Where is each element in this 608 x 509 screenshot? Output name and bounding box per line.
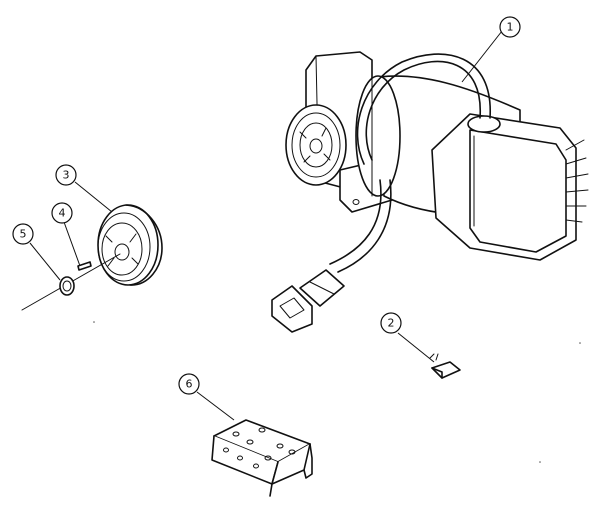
leader-line-2 <box>397 332 435 363</box>
callout-label-6: 6 <box>186 378 193 391</box>
motor-assembly <box>271 51 589 333</box>
callout-3: 3 <box>55 164 77 186</box>
callout-2: 2 <box>380 312 402 334</box>
leader-line-4 <box>63 221 81 267</box>
callout-5: 5 <box>12 223 34 245</box>
scan-speck <box>539 461 541 463</box>
mounting-bracket <box>211 419 313 497</box>
callout-label-1: 1 <box>507 21 514 34</box>
callout-label-5: 5 <box>20 228 27 241</box>
callout-label-2: 2 <box>388 317 395 330</box>
scan-speck <box>579 342 581 344</box>
leader-line-1 <box>461 30 503 83</box>
key <box>77 261 92 271</box>
callout-label-4: 4 <box>59 207 66 220</box>
retaining-ring <box>59 276 75 296</box>
leader-line-6 <box>196 391 235 421</box>
callout-6: 6 <box>178 373 200 395</box>
small-clip <box>429 353 461 379</box>
leader-line-5 <box>29 242 61 281</box>
callout-1: 1 <box>499 16 521 38</box>
pulley <box>97 204 163 286</box>
callout-4: 4 <box>51 202 73 224</box>
scan-speck <box>93 321 95 323</box>
leader-line-3 <box>74 181 113 213</box>
callout-label-3: 3 <box>63 169 70 182</box>
